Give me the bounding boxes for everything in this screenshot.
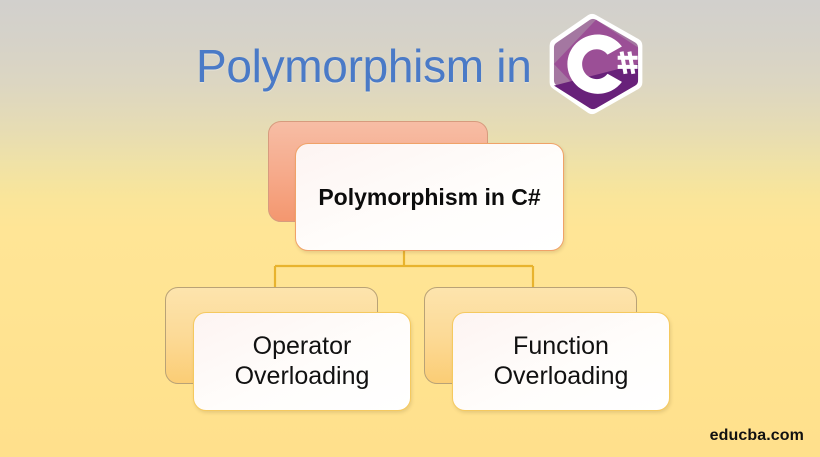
page-title: Polymorphism in [196,40,532,92]
csharp-logo-icon [549,13,642,115]
node-label: Function Overloading [493,332,629,390]
node-function-overloading[interactable]: Function Overloading [424,287,670,411]
watermark-educba: educba.com [709,427,804,444]
node-front-card: Polymorphism in C# [295,143,564,251]
node-operator-overloading[interactable]: Operator Overloading [165,287,411,411]
slide-title-row: Polymorphism in [196,13,648,116]
node-polymorphism-root[interactable]: Polymorphism in C# [268,121,564,251]
node-front-card: Function Overloading [452,312,670,411]
node-label: Operator Overloading [234,332,370,390]
node-label: Polymorphism in C# [318,183,541,210]
node-front-card: Operator Overloading [193,312,411,411]
